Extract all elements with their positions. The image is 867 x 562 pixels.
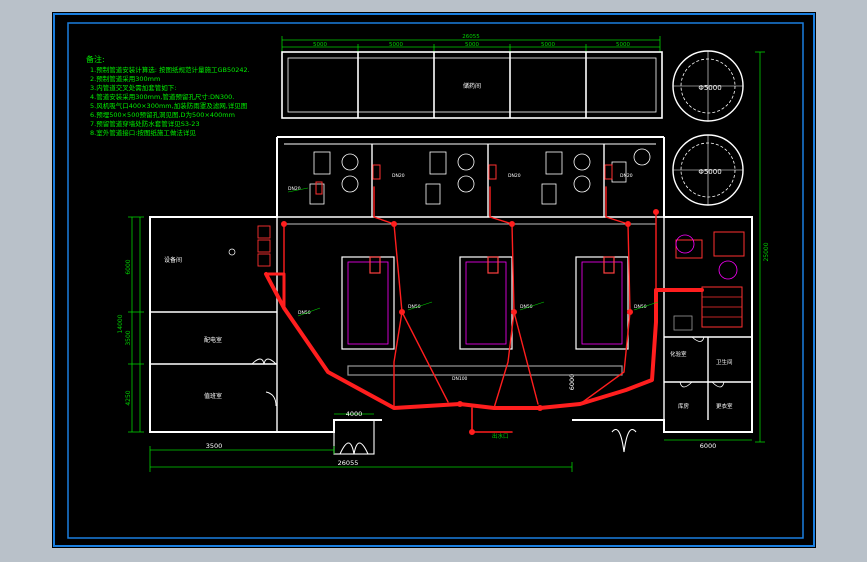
right-dimension [755, 51, 765, 443]
inner-right-dim: 6000 [568, 374, 576, 391]
pipe-main-label: DN100 [452, 376, 468, 382]
room-label: 值班室 [204, 392, 222, 400]
top-total-label: 26055 [462, 34, 480, 40]
left-dim-label: 3500 [125, 330, 132, 345]
top-seg-label: 5000 [313, 42, 327, 48]
note-line: 2.预制管道采用300mm [90, 74, 160, 83]
floor-plan: 备注: 1.预制管道安装计算选: 按图纸规范计量施工GB50242. 2.预制管… [53, 13, 815, 547]
note-line: 4.管道安装采用300mm,管道预留孔尺寸:DN300. [90, 92, 234, 101]
basin-1 [341, 256, 395, 350]
outer-frame [53, 13, 815, 547]
notes-title: 备注: [86, 54, 105, 64]
room-marker [228, 248, 236, 256]
note-line: 7.预留管道穿墙处防水套管详见S3-23 [90, 119, 200, 128]
bottom-right-dim: 6000 [700, 442, 717, 450]
pipe-network [264, 186, 704, 435]
control-panel [673, 231, 745, 331]
note-line: 1.预制管道安装计算选: 按图纸规范计量施工GB50242. [90, 65, 250, 74]
pipe-label: DN50 [408, 304, 421, 310]
bottom-left-dim: 3500 [206, 442, 223, 450]
pipe-label: DN50 [298, 310, 311, 316]
room-label: 卫生间 [716, 358, 733, 366]
room-label: 化验室 [670, 350, 687, 358]
bottom-total-dim: 26055 [338, 459, 359, 467]
pipe-label: DN50 [520, 304, 533, 310]
tank-bottom [672, 134, 744, 206]
basin-2 [459, 256, 513, 350]
pipe-label: DN20 [620, 173, 633, 179]
room-label: 配电室 [204, 336, 222, 344]
top-seg-label: 5000 [616, 42, 630, 48]
upper-equipment [309, 148, 651, 205]
note-line: 5.风机吸气口400×300mm,加装防雨罩及滤网,详见图 [90, 101, 247, 110]
basin-3 [575, 256, 629, 350]
top-storage-walls [281, 51, 663, 119]
left-panels [257, 225, 271, 267]
top-seg-label: 5000 [389, 42, 403, 48]
tank-top [672, 50, 744, 122]
collection-channel [347, 365, 623, 376]
inner-frame [67, 22, 804, 539]
right-total-label: 25000 [763, 242, 770, 261]
pipe-label: DN20 [288, 186, 301, 192]
tank-top-label: Φ5000 [698, 84, 721, 92]
drawing-canvas: 备注: 1.预制管道安装计算选: 按图纸规范计量施工GB50242. 2.预制管… [52, 12, 816, 548]
top-seg-label: 5000 [541, 42, 555, 48]
left-dim-label: 14000 [117, 314, 124, 333]
side-doors [251, 358, 277, 407]
room-label: 储药间 [463, 82, 481, 90]
note-line: 8.室外管道接口:按图纸施工做法详见 [90, 128, 196, 137]
pipe-label: DN50 [634, 304, 647, 310]
note-line: 3.内管道交叉处需加套管如下: [90, 83, 176, 92]
room-label: 库房 [678, 402, 690, 410]
dosing-units [315, 164, 613, 195]
left-dimension [128, 216, 144, 433]
leader-lines [287, 187, 659, 317]
top-seg-label: 5000 [465, 42, 479, 48]
pipe-label: DN20 [508, 173, 521, 179]
building-walls [149, 136, 753, 433]
pipe-label: DN20 [392, 173, 405, 179]
right-room-doors [679, 336, 725, 388]
bottom-door-dim: 4000 [346, 410, 363, 418]
left-dim-label: 6000 [125, 259, 132, 274]
left-dim-label: 4250 [125, 390, 132, 405]
tank-bottom-label: Φ5000 [698, 168, 721, 176]
main-door [333, 419, 637, 455]
bottom-dimension [149, 413, 752, 472]
notes-block: 备注: 1.预制管道安装计算选: 按图纸规范计量施工GB50242. 2.预制管… [86, 54, 250, 137]
room-label: 更衣室 [716, 402, 733, 410]
room-label: 设备间 [164, 256, 182, 264]
note-line: 6.预埋500×500预留孔洞见图,D为500×400mm [90, 110, 235, 119]
outlet-label: 出水口 [492, 432, 509, 440]
top-dimension [281, 36, 661, 52]
